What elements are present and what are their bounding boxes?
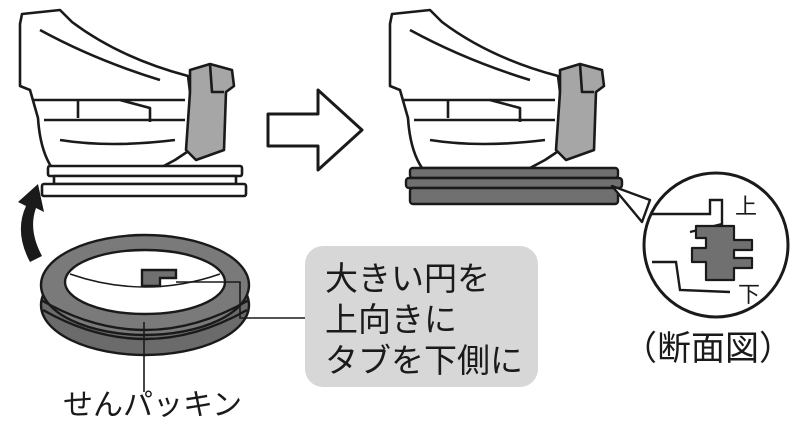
- installed-packing: [404, 166, 624, 206]
- fixture-without-packing: [18, 8, 248, 198]
- callout-line-1: 大きい円を: [325, 259, 490, 298]
- cross-section-label: （断面図）: [623, 329, 793, 369]
- leader-lines: [143, 281, 308, 392]
- instruction-callout: 大きい円を 上向きに タブを下側に: [305, 246, 538, 387]
- upper-label: 上: [735, 195, 758, 220]
- packing-label: せんパッキン: [63, 388, 243, 423]
- callout-line-2: 上向きに: [325, 300, 457, 339]
- curved-up-arrow-icon: [18, 184, 44, 262]
- cross-section-view: [610, 171, 790, 319]
- hollow-right-arrow-icon: [266, 88, 364, 172]
- loose-packing-ring: [39, 233, 251, 357]
- callout-line-3: タブを下側に: [325, 341, 523, 380]
- lower-label: 下: [738, 283, 761, 308]
- fixture-with-packing: [388, 8, 606, 170]
